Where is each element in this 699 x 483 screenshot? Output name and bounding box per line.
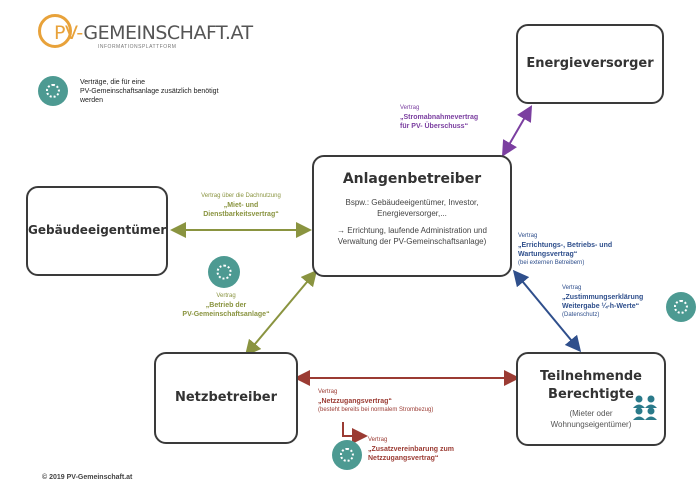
box-teilnehmende: Teilnehmende Berechtigte (Mieter oder Wo… — [516, 352, 666, 446]
logo-name: GEMEINSCHAFT.AT — [83, 22, 253, 44]
logo-prefix: PV- — [54, 22, 84, 44]
arrow-strom — [501, 105, 533, 157]
contract-zustimmung: Vertrag „Zustimmungserklärung Weitergabe… — [562, 285, 644, 318]
netzbetreiber-title: Netzbetreiber — [174, 390, 278, 405]
anlagenbetreiber-title: Anlagenbetreiber — [342, 171, 482, 187]
box-energieversorger: Energieversorger — [516, 24, 664, 104]
sun-icon — [38, 14, 72, 48]
arrow-zustimmung — [512, 269, 582, 353]
contract-betrieb: Vertrag „Betrieb der PV-Gemeinschaftsanl… — [182, 293, 270, 318]
contract-netzzugang: Vertrag „Netzzugangsvertrag“ (besteht be… — [318, 389, 434, 413]
box-gebaeudeeigentuemer: Gebäudeeigentümer — [26, 186, 168, 276]
arrow-betrieb — [244, 269, 318, 357]
contract-strom: Vertrag „Stromabnahmevertrag für PV- Übe… — [400, 105, 479, 130]
energieversorger-title: Energieversorger — [526, 56, 654, 71]
contract-errichtung: Vertrag „Errichtungs-, Betriebs- und War… — [518, 233, 613, 266]
box-anlagenbetreiber: Anlagenbetreiber Bspw.: Gebäudeeigentüme… — [312, 155, 512, 277]
gebaeudeeigentuemer-title: Gebäudeeigentümer — [28, 223, 167, 237]
zusatz-gear-icon — [332, 440, 362, 470]
people-icon — [630, 394, 660, 420]
legend-text: Verträge, die für eine PV-Gemeinschaftsa… — [80, 79, 219, 104]
teilnehmende-title: Teilnehmende Berechtigte — [540, 369, 642, 402]
box-netzbetreiber: Netzbetreiber — [154, 352, 298, 444]
betrieb-gear-icon — [208, 256, 240, 288]
logo: PV-GEMEINSCHAFT.AT INFORMATIONSPLATTFORM — [38, 10, 253, 56]
arrow-zusatz — [342, 422, 368, 444]
zustimmung-gear-icon — [666, 292, 696, 322]
legend-gear-icon — [38, 76, 68, 106]
footer-copyright: © 2019 PV-Gemeinschaft.at — [42, 474, 133, 481]
contract-miet: Vertrag über die Dachnutzung „Miet- und … — [201, 193, 281, 218]
contract-zusatz: Vertrag „Zusatzvereinbarung zum Netzzuga… — [368, 437, 454, 462]
logo-tagline: INFORMATIONSPLATTFORM — [98, 44, 177, 50]
